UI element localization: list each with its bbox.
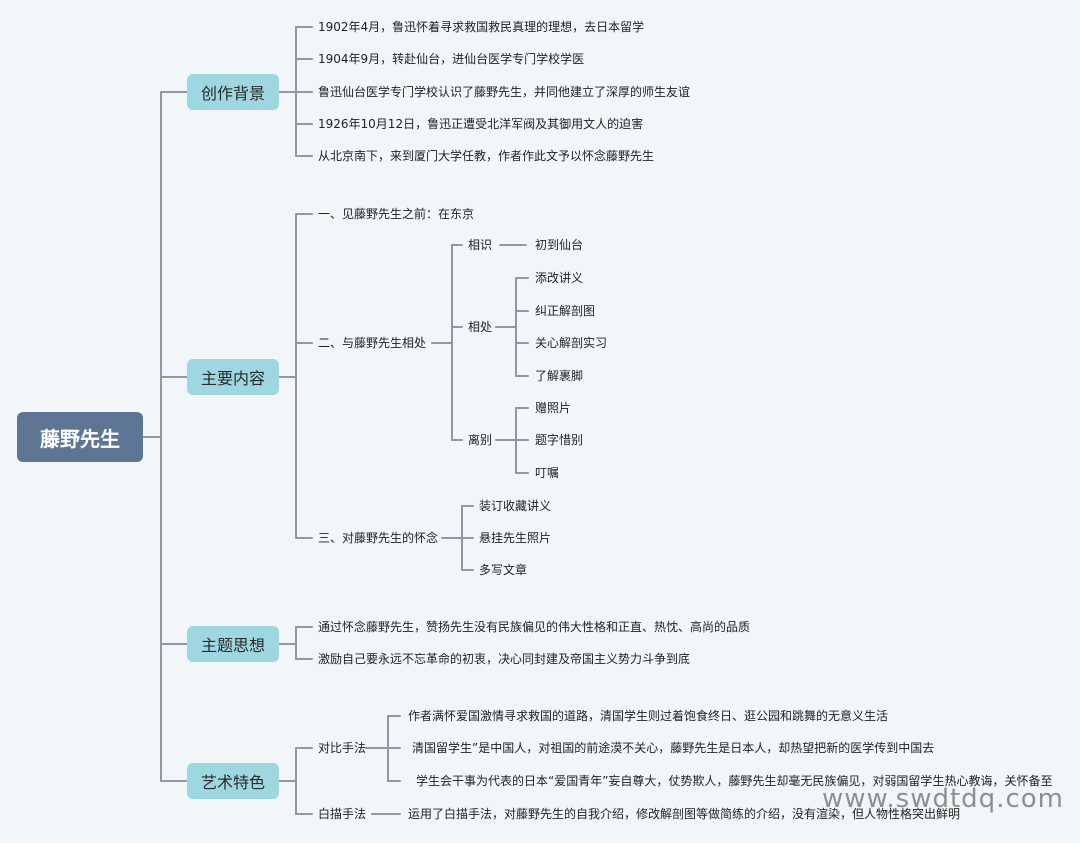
background-item-4: 1926年10月12日，鲁迅正遭受北洋军阀及其御用文人的迫害 — [318, 117, 644, 131]
watermark: www.swdtdq.com — [822, 784, 1064, 814]
branch-art[interactable]: 艺术特色 — [187, 763, 279, 799]
content-meet: 相识 — [468, 238, 493, 252]
contrast-item-3: 学生会干事为代表的日本“爱国青年”妄自尊大，仗势欺人，藤野先生却毫无民族偏见，对… — [416, 774, 1053, 788]
together-item-3: 关心解剖实习 — [535, 336, 608, 350]
branch-content[interactable]: 主要内容 — [187, 359, 279, 395]
contrast-item-1: 作者满怀爱国激情寻求救国的道路，清国学生则过着饱食终日、逛公园和跳舞的无意义生活 — [408, 709, 889, 723]
parting-item-2: 题字惜别 — [535, 433, 584, 447]
content-parting: 离别 — [468, 433, 493, 447]
contrast-item-2: 清国留学生”是中国人，对祖国的前途漠不关心，藤野先生是日本人，却热望把新的医学传… — [412, 741, 935, 755]
background-item-5: 从北京南下，来到厦门大学任教，作者作此文予以怀念藤野先生 — [318, 149, 655, 163]
together-item-1: 添改讲义 — [535, 271, 584, 285]
parting-item-1: 赠照片 — [535, 401, 572, 415]
root-node[interactable]: 藤野先生 — [17, 412, 143, 462]
theme-item-2: 激励自己要永远不忘革命的初衷，决心同封建及帝国主义势力斗争到底 — [318, 652, 691, 666]
branch-background[interactable]: 创作背景 — [187, 74, 279, 110]
background-item-1: 1902年4月，鲁迅怀着寻求救国救民真理的理想，去日本留学 — [318, 20, 645, 34]
content-part1: 一、见藤野先生之前：在东京 — [318, 207, 475, 221]
background-item-3: 鲁迅仙台医学专门学校认识了藤野先生，并同他建立了深厚的师生友谊 — [318, 85, 691, 99]
content-meet-child: 初到仙台 — [535, 238, 584, 252]
part3-item-3: 多写文章 — [479, 563, 528, 577]
theme-item-1: 通过怀念藤野先生，赞扬先生没有民族偏见的伟大性格和正直、热忱、高尚的品质 — [318, 620, 751, 634]
together-item-2: 纠正解剖图 — [535, 304, 596, 318]
content-together: 相处 — [468, 320, 493, 334]
sketch-item: 运用了白描手法，对藤野先生的自我介绍，修改解剖图等做简练的介绍，没有渲染，但人物… — [408, 807, 961, 821]
content-part2: 二、与藤野先生相处 — [318, 336, 427, 350]
art-sketch: 白描手法 — [318, 807, 367, 821]
content-part3: 三、对藤野先生的怀念 — [318, 531, 439, 545]
part3-item-2: 悬挂先生照片 — [479, 531, 552, 545]
together-item-4: 了解裹脚 — [535, 369, 584, 383]
part3-item-1: 装订收藏讲义 — [479, 499, 552, 513]
background-item-2: 1904年9月，转赴仙台，进仙台医学专门学校学医 — [318, 52, 585, 66]
branch-theme[interactable]: 主题思想 — [187, 626, 279, 662]
art-contrast: 对比手法 — [318, 741, 367, 755]
parting-item-3: 叮嘱 — [535, 466, 560, 480]
